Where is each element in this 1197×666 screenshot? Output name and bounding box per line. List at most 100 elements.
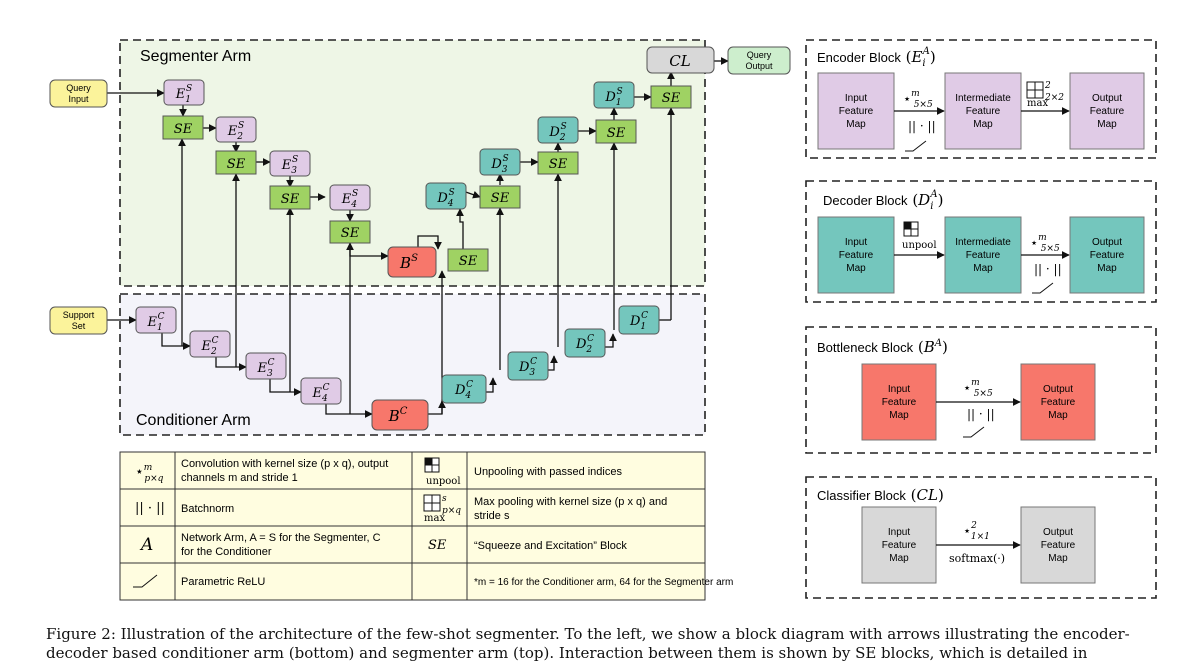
svg-text:E4S: E4S [341,189,358,210]
svg-text:D4C: D4C [454,380,473,401]
cond-encoder-4: E4C [300,377,342,405]
svg-text:D2S: D2S [548,122,566,143]
svg-text:D1C: D1C [629,311,648,332]
svg-text:D1S: D1S [604,87,622,108]
svg-text:Map: Map [973,119,993,130]
bottleneck-panel: Bottleneck Block (BA) Input Feature Map … [805,326,1157,454]
classifier-panel: Classifier Block (CL) Input Feature Map … [805,476,1157,599]
se-symbol: SE [428,538,447,553]
svg-text:CL: CL [669,52,690,70]
svg-text:E1S: E1S [175,84,192,105]
svg-text:Map: Map [846,119,866,130]
svg-text:Output: Output [1043,384,1073,395]
prelu-icon [133,574,158,588]
svg-text:Feature: Feature [839,250,874,261]
svg-text:Feature: Feature [882,540,917,551]
svg-text:Map: Map [889,410,909,421]
svg-text:E2S: E2S [227,121,244,142]
svg-text:E1C: E1C [146,312,164,333]
svg-text:Input: Input [845,237,867,248]
svg-text:softmax(·): softmax(·) [949,552,1005,565]
svg-text:⋆21×1: ⋆21×1 [963,521,990,542]
svg-text:Map: Map [1048,410,1068,421]
svg-text:⋆m5×5: ⋆m5×5 [1030,233,1060,254]
seg-encoder-1: E1S [163,79,205,106]
decoder-panel-title: Decoder Block (DiA) [823,189,944,212]
maxpool-icon [423,494,441,512]
maxpool-label: max [424,513,445,524]
svg-text:⋆m5×5: ⋆m5×5 [903,89,933,110]
maxpool-sub: p×q [442,506,461,516]
svg-text:Output: Output [1092,237,1122,248]
arm-symbol: A [139,535,153,555]
svg-text:Map: Map [846,263,866,274]
svg-text:BC: BC [388,406,408,425]
seg-encoder-2: E2S [215,116,257,143]
batchnorm-desc: Batchnorm [181,503,234,515]
svg-text:SE: SE [174,122,193,137]
prelu-desc: Parametric ReLU [181,576,265,588]
seg-encoder-3: E3S [269,150,311,177]
svg-text:D3C: D3C [518,357,537,378]
svg-text:Map: Map [973,263,993,274]
arm-desc-1: Network Arm, A = S for the Segmenter, C [181,532,381,544]
query-input-node: Query Input [49,79,108,108]
segmenter-arm-border [119,39,706,287]
svg-text:Feature: Feature [1041,540,1076,551]
conv-desc-1: Convolution with kernel size (p x q), ou… [181,458,388,470]
query-output-label-1: Query [747,50,772,60]
se-block-bottleneck: SE [447,248,489,272]
maxpool-desc-2: stride s [474,510,510,522]
caption-line-1: Figure 2: Illustration of the architectu… [46,625,1130,643]
svg-text:Map: Map [889,553,909,564]
svg-text:SE: SE [459,254,478,269]
svg-text:E4C: E4C [311,383,329,404]
svg-text:Map: Map [1097,119,1117,130]
cond-decoder-1: D1C [618,305,660,335]
svg-text:Input: Input [845,93,867,104]
se-block-6: SE [537,151,579,175]
svg-text:E2C: E2C [200,336,218,357]
svg-text:2: 2 [1044,81,1051,91]
query-input-label-1: Query [66,83,91,93]
classifier-panel-title: Classifier Block (CL) [817,486,944,504]
svg-text:Feature: Feature [882,397,917,408]
unpool-desc: Unpooling with passed indices [474,466,622,478]
m-note: *m = 16 for the Conditioner arm, 64 for … [474,577,733,588]
svg-text:E3C: E3C [256,358,274,379]
svg-text:D3S: D3S [490,154,508,175]
cond-encoder-3: E3C [245,352,287,380]
support-set-label-2: Set [72,321,86,331]
svg-text:Feature: Feature [966,106,1001,117]
svg-text:SE: SE [662,91,681,106]
encoder-maxpool-icon [1026,81,1044,99]
svg-text:Feature: Feature [966,250,1001,261]
svg-text:E3S: E3S [281,155,298,176]
seg-decoder-4: D4S [425,182,467,210]
seg-decoder-1: D1S [593,81,635,109]
conditioner-arm-title: Conditioner Arm [136,412,251,429]
connectors [107,57,729,418]
conv-desc-2: channels m and stride 1 [181,472,298,484]
se-block-3: SE [269,185,311,210]
cond-bottleneck: BC [371,399,429,431]
svg-text:SE: SE [341,226,360,241]
svg-text:SE: SE [281,192,300,207]
svg-text:|| · ||: || · || [1034,262,1062,276]
svg-text:Output: Output [1092,93,1122,104]
svg-text:D2C: D2C [575,334,594,355]
svg-text:SE: SE [491,191,510,206]
svg-text:|| · ||: || · || [967,407,995,421]
maxpool-sup: s [442,494,447,504]
maxpool-desc-1: Max pooling with kernel size (p x q) and [474,496,667,508]
seg-decoder-2: D2S [537,116,579,144]
unpool-icon [424,457,440,473]
seg-bottleneck: BS [387,246,437,278]
cond-decoder-3: D3C [507,351,549,381]
svg-text:Output: Output [1043,527,1073,538]
svg-text:Input: Input [888,384,910,395]
bottleneck-panel-title: Bottleneck Block (BA) [817,338,948,356]
